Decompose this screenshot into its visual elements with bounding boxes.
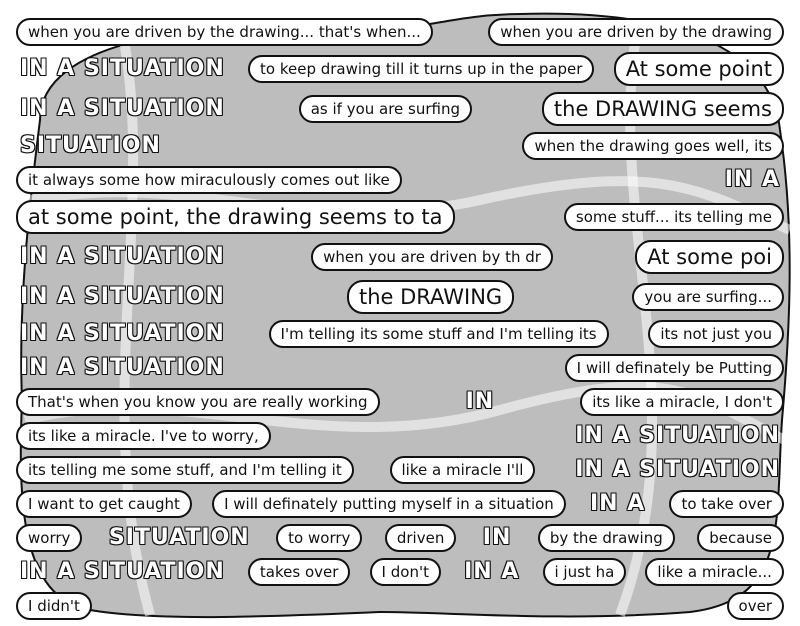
ribbon-text: you are surfing... <box>632 283 784 311</box>
ribbon-text: to keep drawing till it turns up in the … <box>248 55 595 83</box>
ribbon-text: I don't <box>369 558 441 586</box>
block-lettering-text: IN <box>465 389 495 414</box>
block-lettering-text: IN A <box>724 167 780 192</box>
ribbon-text: worry <box>16 524 83 552</box>
ribbon-text: by the drawing <box>537 524 675 552</box>
decorative-band <box>115 18 155 617</box>
ribbon-text: like a miracle... <box>645 558 784 586</box>
block-lettering-text: IN <box>482 525 512 550</box>
ribbon-text: at some point, the drawing seems to ta <box>16 200 455 234</box>
block-lettering-text: IN A SITUATION <box>20 284 225 309</box>
ribbon-text: I will definately be Putting <box>564 354 784 382</box>
ribbon-text: as if you are surfing <box>298 95 473 123</box>
block-lettering-text: IN A SITUATION <box>20 244 225 269</box>
ribbon-text: the DRAWING seems <box>541 92 784 126</box>
ribbon-text: its like a miracle, I don't <box>580 388 784 416</box>
block-lettering-text: IN A SITUATION <box>20 321 225 346</box>
ribbon-text: it always some how miraculously comes ou… <box>16 166 402 194</box>
block-lettering-text: IN A SITUATION <box>20 56 225 81</box>
ribbon-text: when you are driven by the drawing <box>488 18 784 46</box>
ribbon-text: when you are driven by th dr <box>311 243 553 271</box>
ribbon-text: its not just you <box>648 320 784 348</box>
ribbon-text: I didn't <box>16 592 92 620</box>
block-lettering-text: IN A SITUATION <box>575 423 780 448</box>
ribbon-text: when you are driven by the drawing... th… <box>16 18 433 46</box>
ribbon-text: to take over <box>669 490 784 518</box>
ribbon-text: i just ha <box>542 558 627 586</box>
text-ribbons: when you are driven by the drawing... th… <box>16 18 784 620</box>
ribbon-text: its like a miracle. I've to worry, <box>16 422 271 450</box>
ribbon-text: when the drawing goes well, its <box>522 132 784 160</box>
ribbon-text: driven <box>384 524 457 552</box>
ribbon-text: the DRAWING <box>346 280 515 314</box>
block-lettering-text: IN A <box>590 491 646 516</box>
ribbon-text: I'm telling its some stuff and I'm telli… <box>268 320 609 348</box>
block-lettering-text: SITUATION <box>20 133 161 158</box>
block-lettering-text: IN A SITUATION <box>20 96 225 121</box>
ribbon-text: That's when you know you are really work… <box>16 388 380 416</box>
ribbon-text: takes over <box>247 558 351 586</box>
ribbon-text: I want to get caught <box>16 490 192 518</box>
block-lettering-text: SITUATION <box>108 525 250 550</box>
ribbon-text: over <box>726 592 784 620</box>
ribbon-text: its telling me some stuff, and I'm telli… <box>16 456 354 484</box>
block-lettering-text: IN A SITUATION <box>20 559 225 584</box>
block-lettering-text: IN A SITUATION <box>20 355 225 380</box>
ribbon-text: At some poi <box>635 240 784 274</box>
ribbon-text: some stuff... its telling me <box>563 203 784 231</box>
ribbon-text: I will definately putting myself in a si… <box>212 490 566 518</box>
ribbon-text: like a miracle I'll <box>389 456 536 484</box>
ribbon-text: to worry <box>276 524 363 552</box>
block-lettering-text: IN A SITUATION <box>575 457 780 482</box>
block-lettering-text: IN A <box>464 559 520 584</box>
decorative-band <box>29 176 793 235</box>
ribbon-text: because <box>697 524 784 552</box>
ribbon-text: At some point <box>613 52 784 86</box>
